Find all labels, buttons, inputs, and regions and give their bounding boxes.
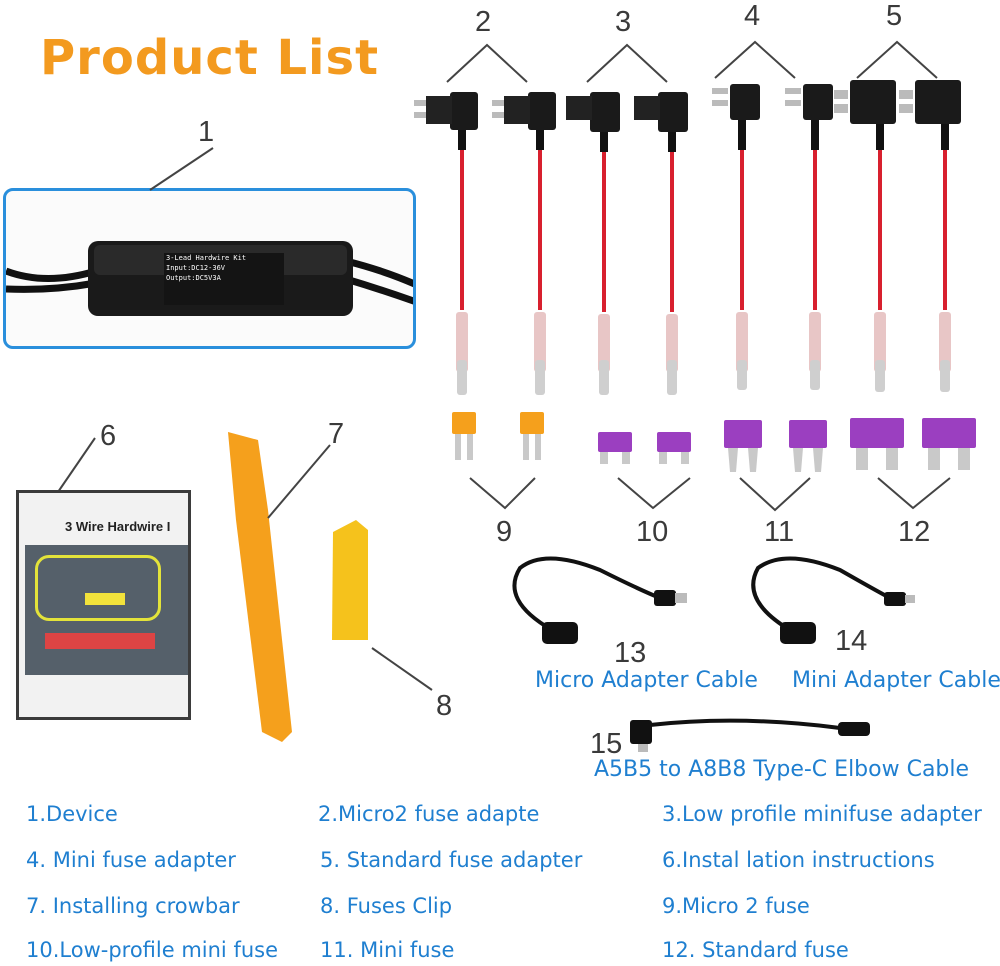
manual-heading: 3 Wire Hardwire I	[65, 519, 171, 534]
callout-number-5: 5	[886, 0, 903, 32]
callout-number-10: 10	[636, 516, 669, 548]
list-item-9: 9.Micro 2 fuse	[662, 894, 810, 918]
list-item-1: 1.Device	[26, 802, 118, 826]
fuses-9	[452, 412, 544, 460]
caption-micro-adapter-cable: Micro Adapter Cable	[535, 668, 758, 693]
list-item-12: 12. Standard fuse	[662, 938, 849, 962]
callout-number-7: 7	[328, 418, 345, 450]
installation-manual: 3 Wire Hardwire I	[16, 490, 191, 720]
callout-number-15: 15	[590, 728, 623, 760]
device-panel: 3-Lead Hardwire Kit Input:DC12-36V Outpu…	[3, 188, 416, 349]
callout-number-14: 14	[835, 625, 868, 657]
callout-number-11: 11	[764, 516, 795, 548]
callout-number-13: 13	[614, 637, 647, 669]
caption-elbow-cable: A5B5 to A8B8 Type-C Elbow Cable	[594, 757, 970, 782]
callout-number-1: 1	[198, 116, 215, 148]
callout-number-2: 2	[475, 6, 492, 38]
device-label-line3: Output:DC5V3A	[166, 274, 221, 282]
list-item-5: 5. Standard fuse adapter	[320, 848, 583, 872]
callout-number-9: 9	[496, 516, 513, 548]
callout-number-6: 6	[100, 420, 117, 452]
callout-number-4: 4	[744, 0, 761, 32]
list-item-6: 6.Instal lation instructions	[662, 848, 935, 872]
list-item-3: 3.Low profile minifuse adapter	[662, 802, 982, 826]
list-item-11: 11. Mini fuse	[320, 938, 455, 962]
device-label-line2: Input:DC12-36V	[166, 264, 226, 272]
callout-number-8: 8	[436, 690, 453, 722]
callout-number-12: 12	[898, 516, 931, 548]
manual-photo	[25, 545, 188, 675]
list-item-7: 7. Installing crowbar	[26, 894, 240, 918]
callout-number-3: 3	[615, 6, 632, 38]
device-illustration	[6, 241, 413, 316]
list-item-4: 4. Mini fuse adapter	[26, 848, 236, 872]
list-item-2: 2.Micro2 fuse adapte	[318, 802, 540, 826]
page-title: Product List	[40, 30, 380, 86]
list-item-10: 10.Low-profile mini fuse	[26, 938, 279, 962]
list-item-8: 8. Fuses Clip	[320, 894, 453, 918]
caption-mini-adapter-cable: Mini Adapter Cable	[792, 668, 1000, 693]
device-label-line1: 3-Lead Hardwire Kit	[166, 254, 247, 262]
